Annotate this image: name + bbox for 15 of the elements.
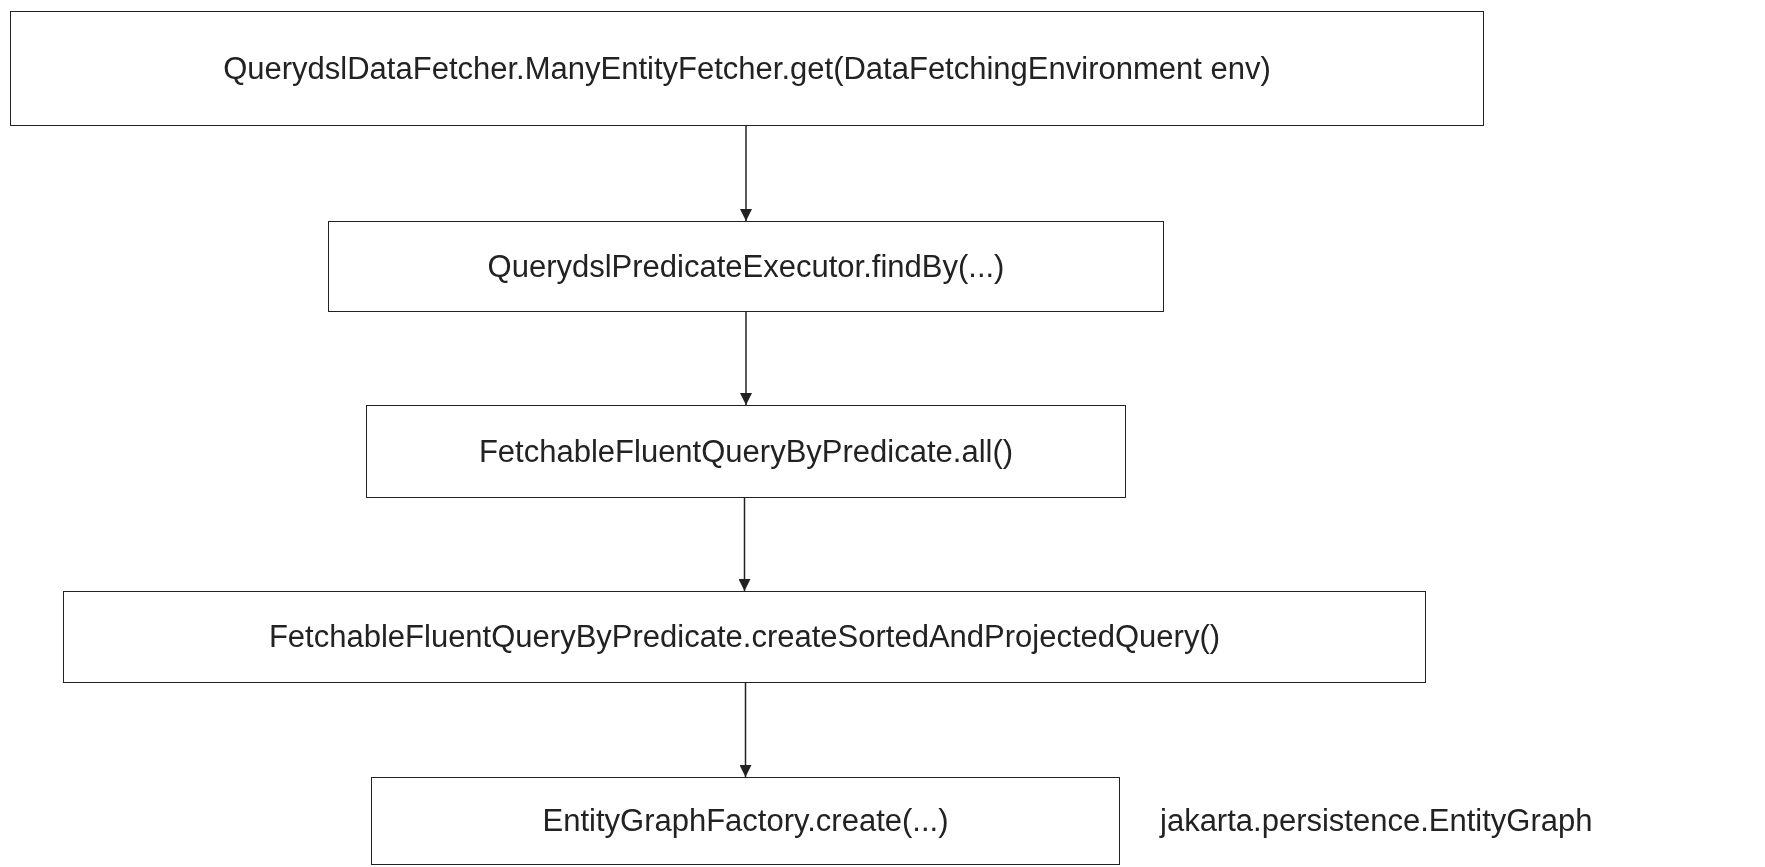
arrow <box>740 311 752 406</box>
method-call-text: FetchableFluentQueryByPredicate.createSortedAndProjectedQuery() <box>268 619 1221 655</box>
process-box <box>366 405 1126 498</box>
method-call-text: EntityGraphFactory.create(...) <box>542 803 949 839</box>
process-box <box>63 591 1426 683</box>
arrow <box>740 125 752 222</box>
method-call-text: FetchableFluentQueryByPredicate.all() <box>478 433 1014 470</box>
method-call-text: QuerydslDataFetcher.ManyEntityFetcher.get(DataFetchingEnvironment env) <box>223 50 1271 87</box>
arrow <box>739 682 752 778</box>
process-box <box>328 221 1164 312</box>
return-type-text: jakarta.persistence.EntityGraph <box>1160 803 1593 839</box>
process-box <box>371 777 1120 865</box>
arrow <box>738 497 751 592</box>
process-box <box>10 11 1484 126</box>
method-call-text: QuerydslPredicateExecutor.findBy(...) <box>487 248 1005 285</box>
